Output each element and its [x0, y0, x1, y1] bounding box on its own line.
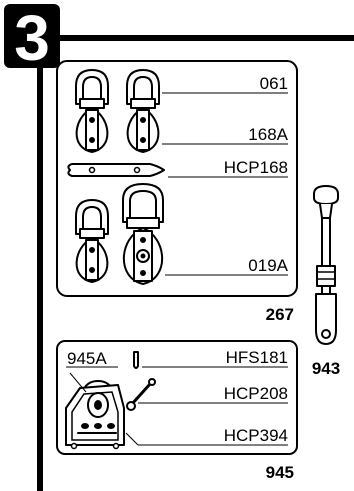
winch-945a — [65, 372, 125, 450]
label-hfs181: HFS181 — [226, 348, 288, 367]
label-945a: 945A — [67, 349, 107, 368]
snatch-block-061 — [75, 69, 109, 153]
pin-hfs181 — [133, 351, 139, 369]
step-number: 3 — [14, 2, 50, 74]
label-hcp168: HCP168 — [224, 158, 288, 177]
caption-267: 267 — [266, 305, 294, 324]
step-badge: 3 — [4, 1, 60, 76]
panel-top: 061 168A HCP168 — [56, 60, 298, 297]
panel-bottom: 945A HFS181 HCP208 HCP394 — [56, 340, 298, 455]
swivel-part-943 — [313, 185, 339, 345]
panel-top-frame — [56, 60, 298, 297]
caption-945: 945 — [266, 463, 294, 482]
label-061: 061 — [260, 74, 288, 93]
snatch-block-019a — [122, 183, 164, 285]
label-168a: 168A — [248, 125, 288, 144]
label-019a: 019A — [248, 256, 288, 275]
handle-hcp208 — [126, 378, 156, 411]
step-frame — [37, 35, 354, 491]
label-hcp208: HCP208 — [224, 384, 288, 403]
label-hcp394: HCP394 — [224, 426, 288, 445]
shackle-bar-hcp168 — [67, 163, 165, 177]
snatch-block-168a — [126, 69, 160, 153]
caption-943: 943 — [312, 359, 340, 378]
snatch-block-lower-left — [75, 199, 109, 283]
